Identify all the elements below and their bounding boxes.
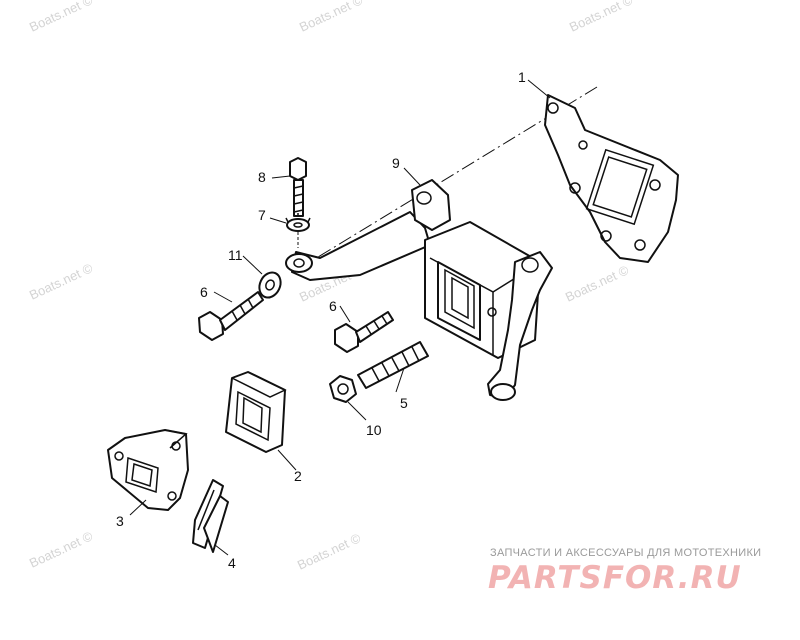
- watermark-text: Boats.net ©: [295, 530, 363, 573]
- part-flat-washer: [258, 271, 282, 299]
- callout-3: 3: [116, 513, 124, 529]
- callout-4: 4: [228, 555, 236, 571]
- brand-tagline: ЗАПЧАСТИ И АКСЕССУАРЫ ДЛЯ МОТОТЕХНИКИ: [490, 547, 761, 559]
- brand-logo: PARTSFOR.RU: [488, 560, 742, 596]
- callout-7: 7: [258, 207, 266, 223]
- watermark-text: Boats.net ©: [567, 0, 635, 35]
- part-gasket: [544, 94, 679, 263]
- watermark-text: Boats.net ©: [27, 528, 95, 571]
- watermark-layer: Boats.net © Boats.net © Boats.net © Boat…: [27, 0, 635, 573]
- callout-10: 10: [366, 422, 382, 438]
- part-bracket: [285, 179, 553, 401]
- watermark-text: Boats.net ©: [563, 262, 631, 305]
- part-bolt-middle: [334, 311, 394, 353]
- part-adapter-plate: [107, 429, 189, 511]
- callout-5: 5: [400, 395, 408, 411]
- callout-6-left: 6: [200, 284, 208, 300]
- part-stud: [357, 341, 429, 389]
- brand-block: ЗАПЧАСТИ И АКСЕССУАРЫ ДЛЯ МОТОТЕХНИКИ PA…: [488, 547, 761, 596]
- callout-9: 9: [392, 155, 400, 171]
- part-bolt-vertical: [289, 157, 307, 217]
- part-reed-petals: [192, 479, 229, 553]
- callout-11: 11: [228, 247, 243, 263]
- callout-6-middle: 6: [329, 298, 337, 314]
- watermark-text: Boats.net ©: [27, 260, 95, 303]
- leader-lines: [129, 79, 551, 556]
- part-reed-frame: [225, 371, 287, 453]
- callout-2: 2: [294, 468, 302, 484]
- part-bolt-left: [198, 291, 264, 341]
- callout-1: 1: [518, 69, 526, 85]
- callout-8: 8: [258, 169, 266, 185]
- part-hex-nut: [329, 375, 357, 403]
- watermark-text: Boats.net ©: [297, 0, 365, 35]
- part-lock-washer: [285, 213, 311, 248]
- callout-labels: 1 9 8 7 11 6 6 5 10 2 3 4: [116, 69, 526, 571]
- watermark-text: Boats.net ©: [27, 0, 95, 35]
